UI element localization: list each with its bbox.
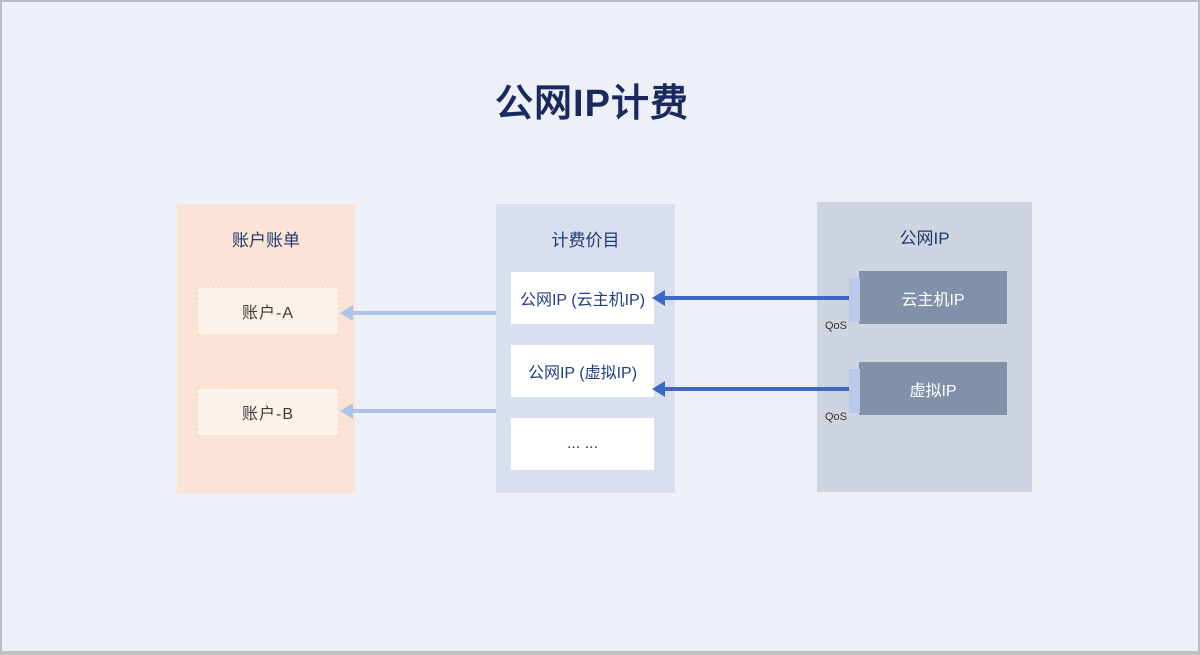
- account-bills-panel: 账户账单 账户-A 账户-B: [177, 204, 355, 493]
- arrow-head-icon: [340, 403, 353, 419]
- account-a-node: 账户-A: [197, 287, 339, 335]
- account-a-label: 账户-A: [241, 305, 294, 322]
- virtual-ip-label: 虚拟IP: [909, 382, 957, 400]
- account-panel-title: 账户账单: [232, 231, 300, 250]
- pricing-item-ellipsis: ... ...: [511, 418, 654, 470]
- cloud-host-ip-node: 云主机IP: [859, 271, 1007, 324]
- arrow-head-icon: [340, 305, 353, 321]
- arrow-line: [664, 387, 849, 391]
- account-b-label: 账户-B: [241, 406, 294, 423]
- pricing-panel-title: 计费价目: [551, 231, 620, 250]
- arrow-head-icon: [652, 381, 665, 397]
- page-title: 公网IP计费: [495, 83, 689, 125]
- public-ip-panel-title: 公网IP: [899, 229, 950, 248]
- public-ip-panel: 公网IP 云主机IP QoS 虚拟IP QoS: [817, 202, 1032, 492]
- qos-label: QoS: [825, 411, 848, 423]
- qos-tab: [849, 369, 860, 413]
- pricing-panel: 计费价目 公网IP (云主机IP) 公网IP (虚拟IP) ... ...: [496, 204, 675, 493]
- pricing-item-virtual-ip-label: 公网IP (虚拟IP): [527, 365, 638, 382]
- pricing-item-virtual-ip: 公网IP (虚拟IP): [511, 345, 654, 397]
- pricing-item-ellipsis-label: ... ...: [566, 435, 599, 452]
- arrow-line: [352, 311, 496, 315]
- arrow-head-icon: [652, 290, 665, 306]
- qos-tab: [849, 278, 860, 322]
- pricing-item-host-ip-label: 公网IP (云主机IP): [519, 292, 646, 309]
- account-b-node: 账户-B: [197, 388, 339, 436]
- arrow-line: [352, 409, 496, 413]
- qos-label: QoS: [825, 320, 848, 332]
- virtual-ip-node: 虚拟IP: [859, 362, 1007, 415]
- arrow-line: [664, 296, 849, 300]
- cloud-host-ip-label: 云主机IP: [901, 291, 965, 309]
- pricing-item-host-ip: 公网IP (云主机IP): [511, 272, 654, 324]
